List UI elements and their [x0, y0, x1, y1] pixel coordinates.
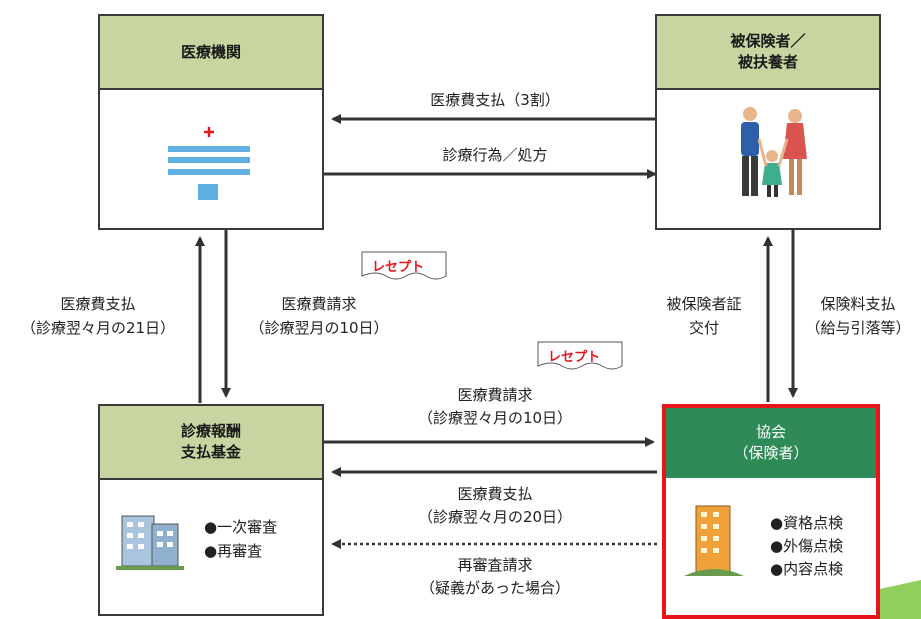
label-premium-line1: 保険料支払: [820, 295, 896, 313]
node-hihokensha: 被保険者／ 被扶養者: [655, 14, 881, 230]
node-kyokai-title-line2: （保険者）: [733, 444, 809, 462]
label-kikin-claim-line1: 医療費請求: [457, 386, 533, 404]
office-tower-icon: [684, 505, 744, 576]
kyokai-item-naiyo: ●内容点検: [770, 560, 844, 578]
node-kyokai-title-line1: 協会: [755, 423, 786, 441]
receipt-tag-2: レセプト: [548, 350, 601, 365]
hospital-icon: [168, 127, 250, 200]
node-shinryo-hoshu-header: 診療報酬 支払基金: [100, 406, 322, 480]
label-kikin-claim-line2: （診療翌々月の10日）: [417, 409, 573, 427]
node-hihokensha-header: 被保険者／ 被扶養者: [657, 16, 879, 90]
label-kikan-claim-line1: 医療費請求: [281, 295, 357, 313]
label-payment-3wari: 医療費支払（3割）: [430, 91, 560, 109]
node-kyokai-header: 協会 （保険者）: [666, 408, 876, 478]
label-kikan-claim-line2: （診療翌月の10日）: [249, 319, 389, 337]
node-shinryo-hoshu: 診療報酬 支払基金 ●一次審査 ●再審査: [98, 404, 324, 616]
node-kyokai: 協会 （保険者） ●資格点検 ●外傷点検 ●内容点検: [662, 404, 880, 619]
family-icon: [741, 107, 807, 197]
label-shinryo-koui: 診療行為／処方: [442, 146, 548, 164]
shinryo-hoshu-item-ichiji: ●一次審査: [204, 518, 278, 536]
shinryo-hoshu-item-saishinsa: ●再審査: [204, 542, 263, 560]
node-shinryo-hoshu-title-line1: 診療報酬: [180, 422, 241, 440]
label-card-issue-line2: 交付: [688, 319, 719, 337]
node-iryo-kikan: 医療機関: [98, 14, 324, 230]
label-reexam-line1: 再審査請求: [457, 556, 533, 574]
node-hihokensha-title-line2: 被扶養者: [737, 53, 798, 71]
office-building-icon: [116, 515, 184, 570]
node-hihokensha-title-line1: 被保険者／: [730, 32, 806, 50]
label-kyokai-payment-line2: （診療翌々月の20日）: [417, 508, 573, 526]
node-shinryo-hoshu-title-line2: 支払基金: [180, 443, 241, 461]
kyokai-item-shikaku: ●資格点検: [770, 514, 844, 532]
node-iryo-kikan-header: 医療機関: [100, 16, 322, 90]
label-kyokai-payment-line1: 医療費支払: [457, 485, 533, 503]
receipt-tag-1: レセプト: [372, 260, 425, 275]
label-kikin-payment-line2: （診療翌々月の21日）: [20, 319, 176, 337]
label-kikin-payment-line1: 医療費支払: [60, 295, 136, 313]
kyokai-item-gaisho: ●外傷点検: [770, 537, 844, 555]
label-card-issue-line1: 被保険者証: [666, 295, 742, 313]
label-premium-line2: （給与引落等）: [805, 319, 911, 337]
node-iryo-kikan-title: 医療機関: [180, 42, 241, 61]
label-reexam-line2: （疑義があった場合）: [419, 579, 570, 597]
